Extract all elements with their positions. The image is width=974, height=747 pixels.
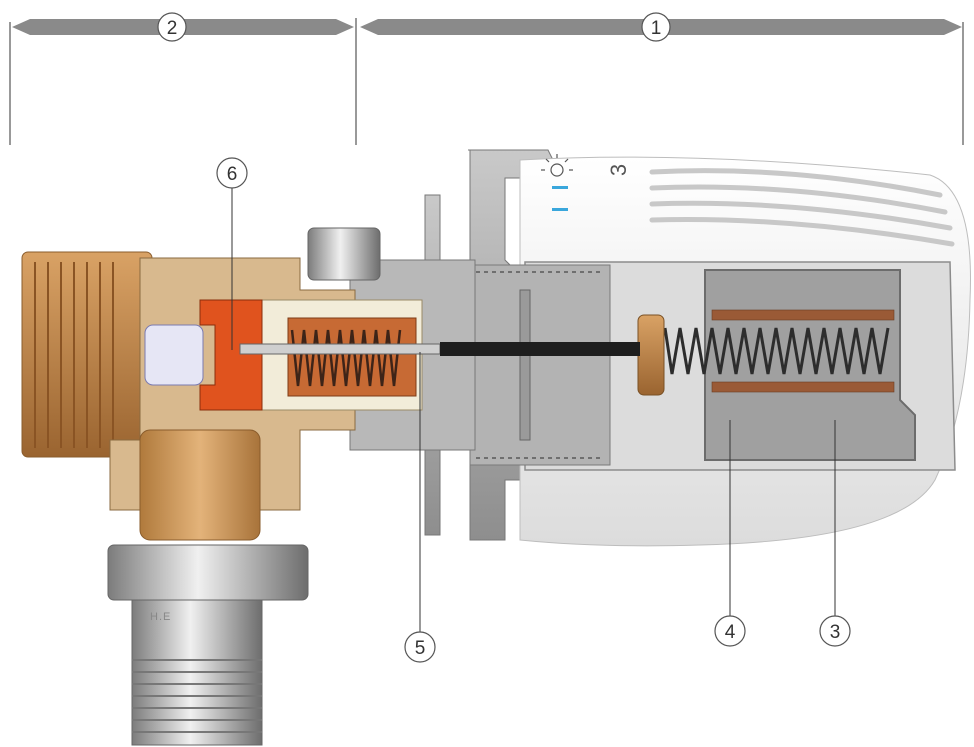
transfer-pin (440, 342, 640, 356)
inlet-threads (34, 262, 114, 448)
valve-body: H.E (21, 227, 423, 746)
callout-5-label: 5 (415, 638, 426, 659)
callout-5-marker (404, 631, 436, 663)
tailpiece-threads (132, 659, 262, 733)
tailpiece-nut (107, 544, 309, 601)
callouts: 6 5 4 3 (216, 157, 851, 663)
valve-spindle (239, 343, 441, 355)
outlet-spigot (139, 429, 261, 541)
callout-1-marker (641, 12, 671, 42)
scale-tick-blue-1 (552, 186, 568, 189)
callout-2-label: 2 (167, 18, 178, 39)
sleeve-threads (476, 271, 604, 459)
bonnet-nut (307, 227, 381, 281)
dimension-arrows: 2 1 (9, 12, 964, 145)
sensor-bellows (711, 309, 895, 393)
sun-icon (550, 163, 564, 177)
head-scale: 3 (541, 154, 631, 211)
callout-3-marker (819, 615, 851, 647)
head-inner-sleeve (469, 264, 611, 466)
callout-6-label: 6 (227, 164, 238, 185)
body-stamp: H.E (150, 611, 171, 623)
insert-spring (290, 329, 402, 387)
coupling-washer (519, 289, 531, 441)
callout-6-marker (216, 157, 248, 189)
sun-icon-rays (541, 154, 573, 171)
callout-1-label: 1 (651, 18, 662, 39)
return-spring (663, 327, 890, 375)
scale-tick-blue-2 (552, 208, 568, 211)
head-grip-ribs (649, 168, 955, 247)
callout-4-marker (714, 615, 746, 647)
scale-number-3: 3 (606, 164, 631, 176)
callout-2-marker (157, 12, 187, 42)
valve-seal (144, 324, 204, 386)
callout-3-label: 3 (830, 622, 841, 643)
pressure-pad (637, 314, 665, 396)
callout-4-label: 4 (725, 622, 736, 643)
valve-disc (199, 299, 263, 411)
